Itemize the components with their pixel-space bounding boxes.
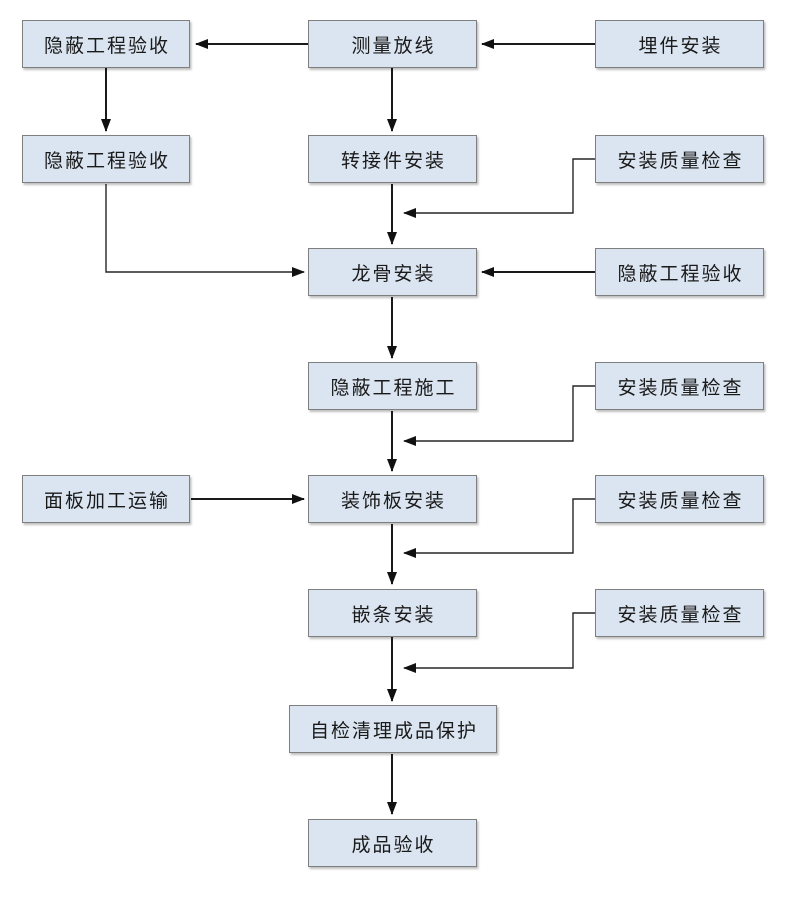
node-hidden-work-construction: 隐蔽工程施工 <box>308 362 477 410</box>
edge-acceptance2-to-keel <box>105 184 305 277</box>
edge-qualitycheck4-join <box>403 612 595 673</box>
node-trim-strip-install: 嵌条安装 <box>308 589 477 637</box>
node-hidden-work-acceptance-2: 隐蔽工程验收 <box>22 135 190 183</box>
edge-qualitycheck3-join <box>403 498 595 558</box>
node-keel-install: 龙骨安装 <box>308 248 477 296</box>
node-adapter-install: 转接件安装 <box>308 135 477 183</box>
node-quality-check-4: 安装质量检查 <box>595 589 764 637</box>
node-quality-check-1: 安装质量检查 <box>595 135 764 183</box>
node-decorative-panel-install: 装饰板安装 <box>308 475 477 523</box>
node-self-check-cleanup-protection: 自检清理成品保护 <box>289 705 497 753</box>
edge-qualitycheck1-join <box>403 158 595 218</box>
node-finished-product-acceptance: 成品验收 <box>308 819 477 867</box>
node-hidden-work-acceptance-3: 隐蔽工程验收 <box>595 248 764 296</box>
node-quality-check-2: 安装质量检查 <box>595 362 764 410</box>
node-embed-install: 埋件安装 <box>595 20 764 68</box>
node-measure-layout: 测量放线 <box>308 20 477 68</box>
node-quality-check-3: 安装质量检查 <box>595 475 764 523</box>
node-hidden-work-acceptance-1: 隐蔽工程验收 <box>22 20 190 68</box>
node-panel-processing-transport: 面板加工运输 <box>22 475 190 523</box>
edge-qualitycheck2-join <box>403 385 595 446</box>
